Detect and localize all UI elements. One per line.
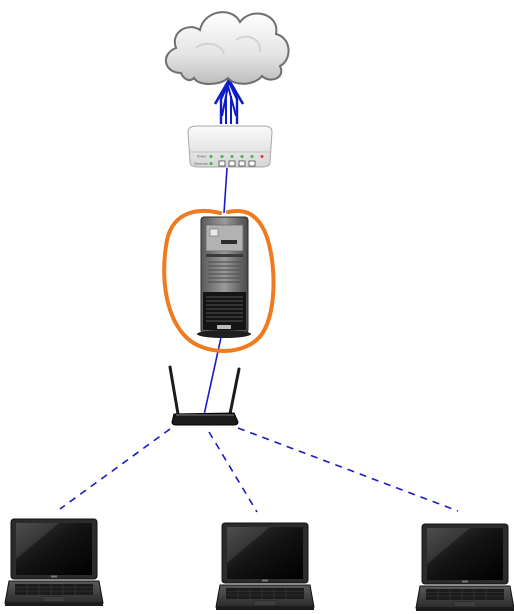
laptop-icon [4,518,104,607]
link-server-modem [223,167,228,214]
link-ap-laptop-2 [208,431,258,513]
server-tower-icon [197,216,251,338]
uplink-arrow-icon [213,78,245,124]
wireless-access-point-icon [168,365,241,426]
connections [59,167,459,513]
modem-ethernet-label: Ethernet [194,162,208,166]
link-ap-laptop-1 [59,428,171,510]
laptop-icon [215,522,315,611]
cloud-icon [165,11,290,85]
modem-ports [218,160,256,167]
link-ap-laptop-3 [237,427,459,512]
router-icon: Power Ethernet [187,125,273,168]
server-highlight-circle [162,208,276,353]
link-server-wireless-ap [203,332,223,416]
modem-led-row [209,155,264,165]
modem-power-label: Power [197,155,207,159]
laptop-icon [415,523,514,612]
